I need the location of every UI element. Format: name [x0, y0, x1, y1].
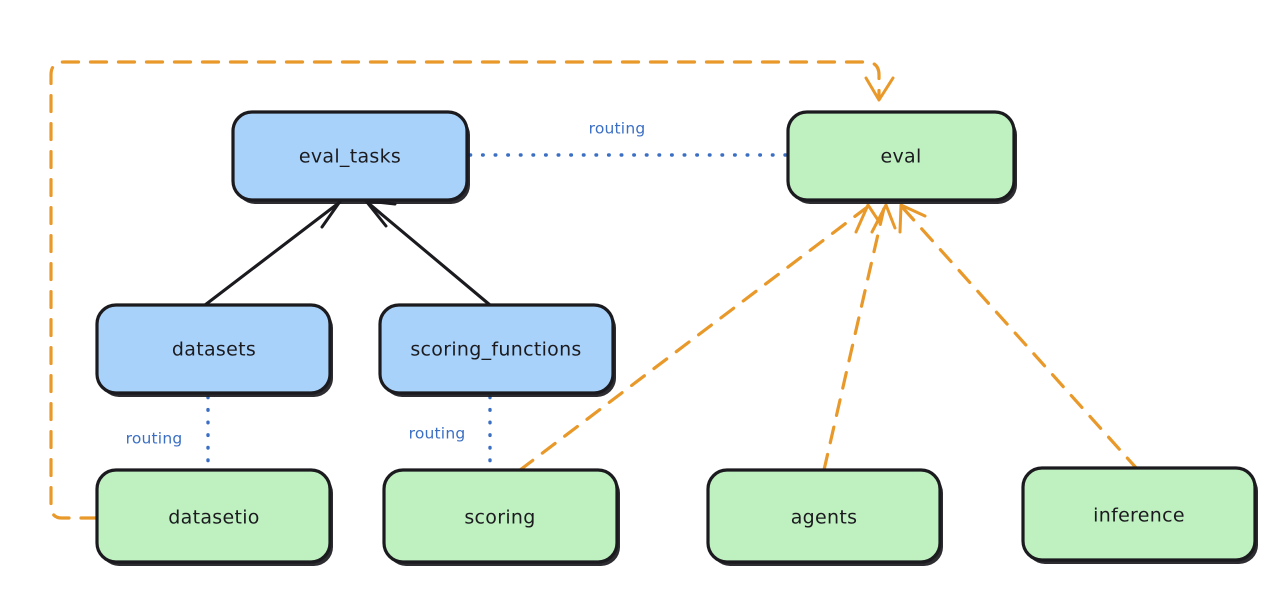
node-scoring_functions-body	[378, 303, 615, 395]
edge-inference-to-eval	[898, 203, 1140, 472]
edge-datasetio-to-eval	[49, 60, 895, 520]
edge-agents-to-eval	[822, 203, 897, 472]
node-scoring_functions-label: scoring_functions	[410, 339, 581, 361]
node-datasetio-label: datasetio	[168, 507, 259, 529]
node-agents-body	[706, 468, 942, 564]
node-eval_tasks-body	[231, 110, 469, 202]
node-inference-body	[1021, 466, 1257, 562]
edge-scoring-to-eval	[518, 203, 882, 472]
edge-label-routing-scoring_functions: routing	[409, 425, 466, 443]
node-agents-label: agents	[791, 507, 858, 529]
node-datasetio-body	[95, 468, 332, 564]
node-eval[interactable]: eval	[786, 110, 1017, 204]
node-eval-body	[786, 110, 1016, 202]
node-scoring-label: scoring	[464, 507, 535, 529]
node-inference-label: inference	[1093, 505, 1185, 527]
node-eval-label: eval	[880, 146, 921, 168]
node-datasetio[interactable]: datasetio	[95, 468, 333, 566]
node-datasets-body	[95, 303, 332, 395]
node-inference[interactable]: inference	[1021, 466, 1258, 564]
node-scoring_functions[interactable]: scoring_functions	[378, 303, 616, 397]
node-datasets[interactable]: datasets	[95, 303, 333, 397]
edge-scoring_functions-to-eval_tasks	[364, 199, 492, 307]
edge-label-routing-eval_tasks: routing	[589, 120, 646, 138]
node-agents[interactable]: agents	[706, 468, 943, 566]
node-scoring-body	[382, 468, 619, 564]
node-eval_tasks-label: eval_tasks	[299, 146, 401, 168]
edge-datasets-to-eval_tasks	[203, 196, 343, 307]
edge-label-routing-datasets: routing	[126, 430, 183, 448]
node-eval_tasks[interactable]: eval_tasks	[231, 110, 470, 204]
node-datasets-label: datasets	[172, 339, 256, 361]
node-scoring[interactable]: scoring	[382, 468, 620, 566]
